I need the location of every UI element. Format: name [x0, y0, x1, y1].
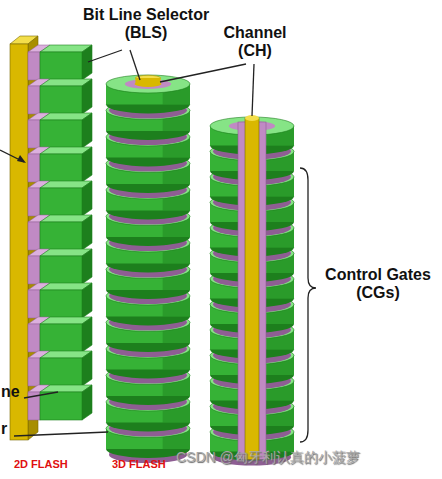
arrow-head	[17, 155, 26, 163]
gate-front	[40, 290, 82, 318]
oxide-layer	[28, 154, 40, 182]
oxide-layer	[28, 120, 40, 148]
gate-side	[82, 45, 92, 80]
gate-front	[40, 256, 82, 284]
oxide-layer	[28, 52, 40, 80]
cut-label: r	[1, 420, 15, 438]
leader-line	[160, 64, 246, 82]
leader-line	[88, 50, 122, 62]
gate-side	[82, 215, 92, 250]
oxide-layer	[28, 256, 40, 284]
gate-front	[40, 392, 82, 420]
gate-side	[82, 113, 92, 148]
bracket	[300, 168, 316, 442]
oxide-layer	[28, 290, 40, 318]
leader-line	[14, 432, 108, 436]
gate-side	[82, 147, 92, 182]
cut-channel	[245, 118, 259, 460]
gate-side	[82, 351, 92, 386]
gate-front	[40, 86, 82, 114]
oxide-layer	[28, 324, 40, 352]
gate-front	[40, 154, 82, 182]
figure-label: 2D FLASH	[14, 458, 94, 471]
gate-side	[82, 385, 92, 420]
gate-front	[40, 222, 82, 250]
bar-front	[10, 44, 28, 440]
leader-line	[24, 392, 58, 398]
gate-front	[40, 324, 82, 352]
gate-side	[82, 181, 92, 216]
gate-front	[40, 120, 82, 148]
gate-front	[40, 358, 82, 386]
gate-side	[82, 283, 92, 318]
gate-front	[40, 188, 82, 216]
oxide-layer	[28, 86, 40, 114]
oxide-layer	[28, 222, 40, 250]
oxide-layer	[28, 358, 40, 386]
cut-label: ne	[1, 383, 31, 401]
component-label: Control Gates (CGs)	[316, 266, 440, 303]
component-label: Bit Line Selector (BLS)	[70, 6, 222, 43]
gate-front	[40, 52, 82, 80]
leader-line	[252, 64, 254, 116]
gate-side	[82, 317, 92, 352]
leader-line	[130, 50, 140, 80]
oxide-layer	[28, 188, 40, 216]
component-label: Channel (CH)	[218, 24, 292, 61]
gate-side	[82, 79, 92, 114]
gate-side	[82, 249, 92, 284]
watermark: CSDN @匈牙利认真的小菠萝	[176, 449, 440, 465]
